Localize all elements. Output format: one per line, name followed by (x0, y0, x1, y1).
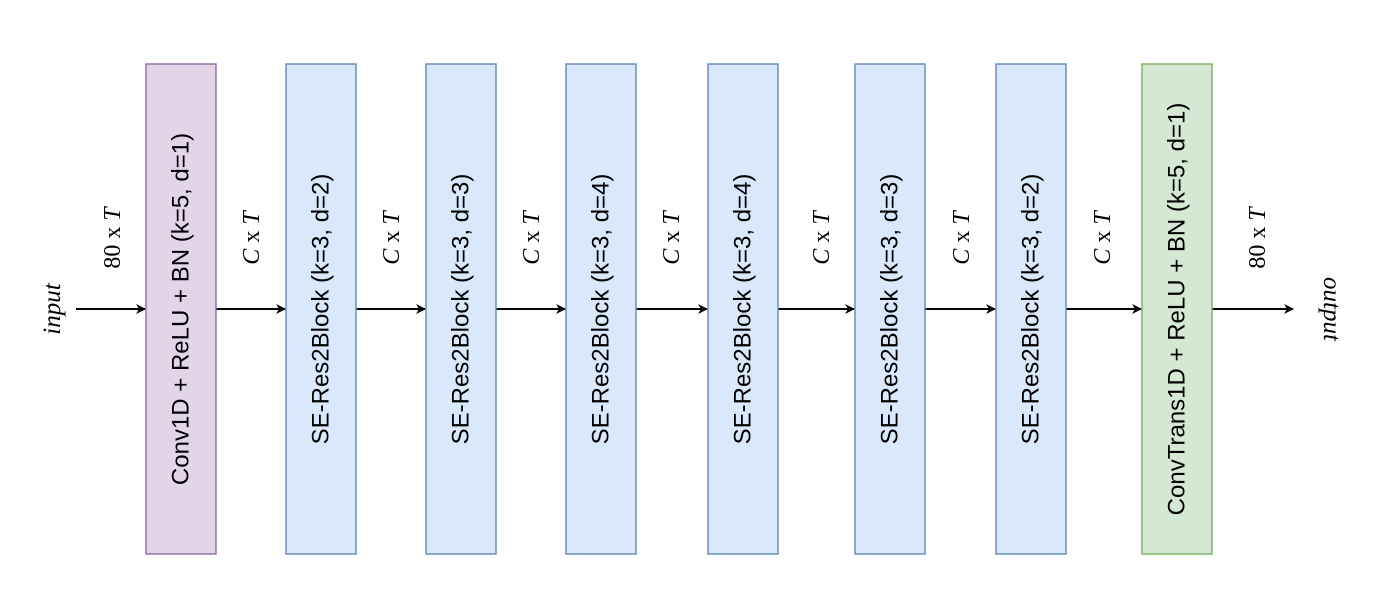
block-box-4 (565, 63, 637, 555)
dim-label-5: C x T (659, 210, 685, 265)
dim-label-9: 80 x T (1245, 206, 1271, 269)
block-label-8: ConvTrans1D + ReLU + BN (k=5, d=1) (1164, 103, 1191, 516)
block-4: SE-Res2Block (k=3, d=4) (565, 63, 637, 555)
block-box-7 (995, 63, 1067, 555)
block-box-6 (854, 63, 926, 555)
dim-label-1: 80 x T (100, 206, 126, 269)
block-1: Conv1D + ReLU + BN (k=5, d=1) (145, 63, 217, 555)
block-label-7: SE-Res2Block (k=3, d=2) (1018, 174, 1045, 445)
block-label-4: SE-Res2Block (k=3, d=4) (588, 174, 615, 445)
block-label-2: SE-Res2Block (k=3, d=2) (308, 174, 335, 445)
dim-label-6: C x T (809, 210, 835, 265)
block-box-8 (1141, 63, 1213, 555)
block-label-6: SE-Res2Block (k=3, d=3) (877, 174, 904, 445)
block-7: SE-Res2Block (k=3, d=2) (995, 63, 1067, 555)
block-box-2 (285, 63, 357, 555)
dim-label-3: C x T (379, 210, 405, 265)
dim-label-8: C x T (1090, 210, 1116, 265)
dim-label-4: C x T (519, 210, 545, 265)
block-label-1: Conv1D + ReLU + BN (k=5, d=1) (168, 133, 195, 485)
output-label: output (1318, 277, 1345, 342)
block-6: SE-Res2Block (k=3, d=3) (854, 63, 926, 555)
block-label-5: SE-Res2Block (k=3, d=4) (730, 174, 757, 445)
block-5: SE-Res2Block (k=3, d=4) (707, 63, 779, 555)
block-box-3 (425, 63, 497, 555)
block-box-1 (145, 63, 217, 555)
block-8: ConvTrans1D + ReLU + BN (k=5, d=1) (1141, 63, 1213, 555)
block-3: SE-Res2Block (k=3, d=3) (425, 63, 497, 555)
block-box-5 (707, 63, 779, 555)
dim-label-7: C x T (949, 210, 975, 265)
block-label-3: SE-Res2Block (k=3, d=3) (448, 174, 475, 445)
dim-label-2: C x T (239, 210, 265, 265)
block-2: SE-Res2Block (k=3, d=2) (285, 63, 357, 555)
input-label: input (39, 282, 66, 334)
